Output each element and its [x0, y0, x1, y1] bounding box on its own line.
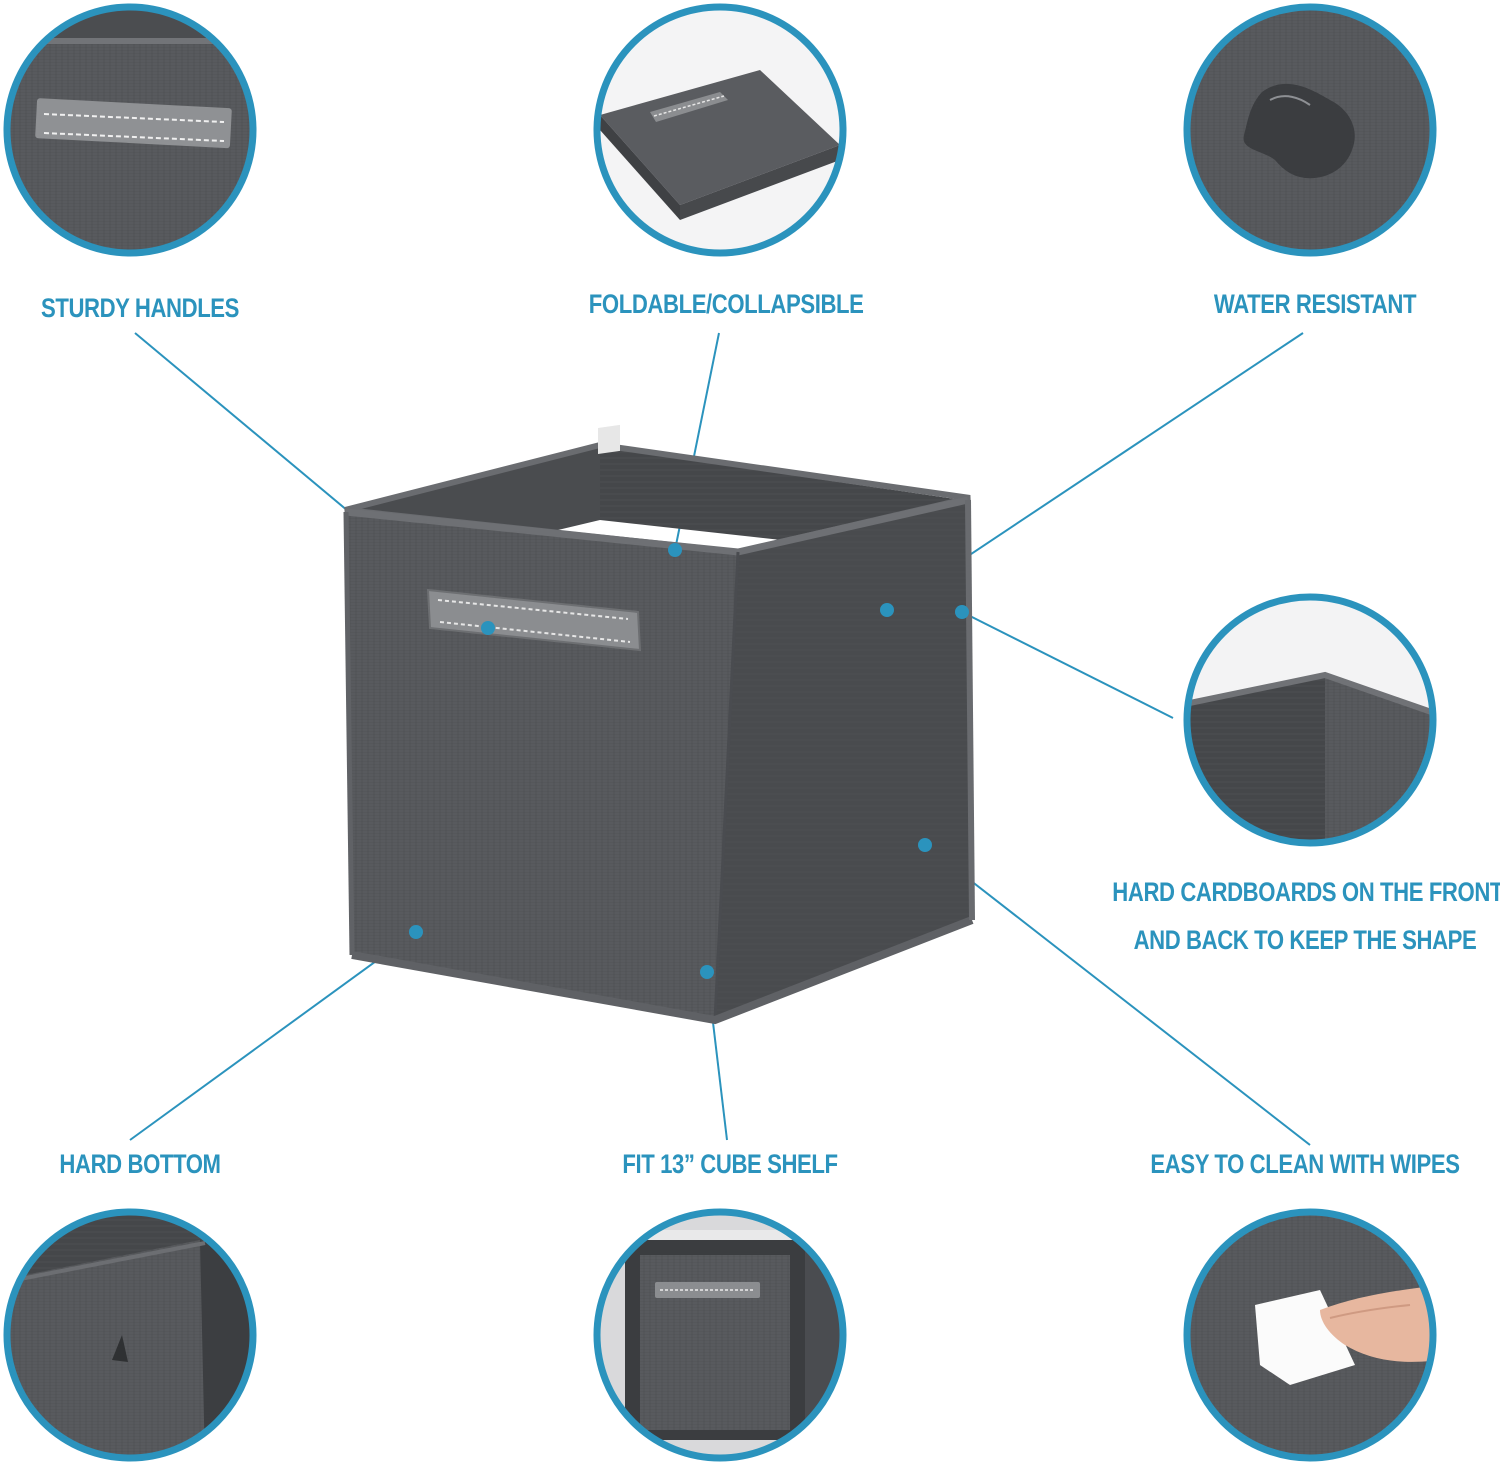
detail-circle-wipe: [1183, 1208, 1437, 1462]
label-hard-cardboards-line2: AND BACK TO KEEP THE SHAPE: [1133, 925, 1477, 955]
label-water-resistant: WATER RESISTANT: [1213, 289, 1417, 319]
leader-dots: [409, 543, 969, 979]
label-foldable: FOLDABLE/COLLAPSIBLE: [588, 289, 864, 319]
detail-circle-shelf: [593, 1208, 847, 1462]
detail-circle-bottom: [3, 1208, 257, 1462]
detail-circle-folded: [593, 3, 847, 257]
label-hard-cardboards-line1: HARD CARDBOARDS ON THE FRONT: [1112, 877, 1500, 907]
label-sturdy-handles: STURDY HANDLES: [40, 293, 240, 323]
label-easy-to-clean: EASY TO CLEAN WITH WIPES: [1150, 1149, 1460, 1179]
detail-circle-water: [1183, 3, 1437, 257]
detail-circle-corner: [1183, 593, 1437, 847]
label-fit-cube-shelf: FIT 13” CUBE SHELF: [622, 1149, 838, 1179]
storage-cube: [343, 424, 975, 1025]
cube-handle: [426, 588, 642, 652]
detail-circle-handles: [3, 3, 257, 257]
label-hard-bottom: HARD BOTTOM: [59, 1149, 221, 1179]
